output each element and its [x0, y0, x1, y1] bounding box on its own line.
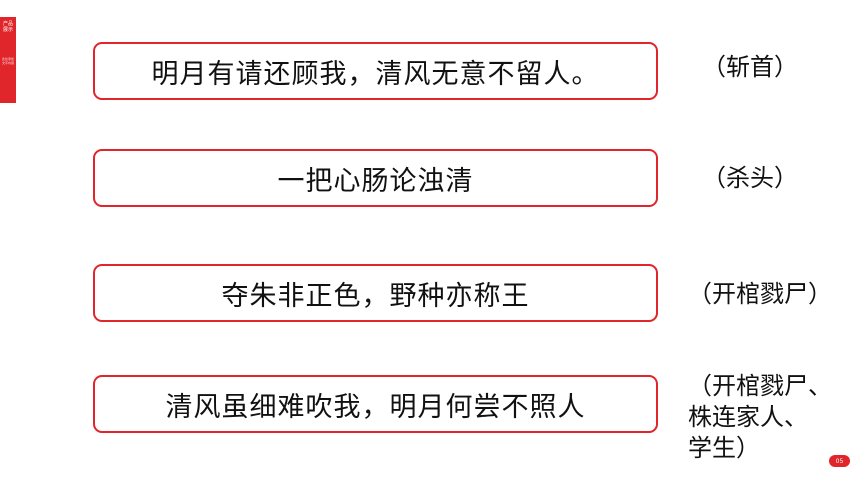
- quote-box-1: 明月有请还顾我，清风无意不留人。: [93, 42, 658, 100]
- page-number: 05: [829, 455, 850, 467]
- quote-box-2: 一把心肠论浊清: [93, 149, 658, 207]
- quote-note-2: （杀头）: [702, 164, 798, 192]
- section-tab: 产品展示 此处添加文字内容: [0, 17, 16, 103]
- quote-note-4-line: 株连家人、: [688, 403, 808, 431]
- section-tab-subtitle: 此处添加文字内容: [2, 57, 15, 65]
- quote-note-4-line: 学生）: [688, 434, 760, 462]
- section-tab-title: 产品展示: [2, 21, 13, 33]
- quote-note-1: （斩首）: [702, 53, 798, 81]
- quote-note-4: （开棺戮尸、 株连家人、 学生）: [688, 371, 832, 464]
- quote-box-3: 夺朱非正色，野种亦称王: [93, 264, 658, 322]
- quote-box-4: 清风虽细难吹我，明月何尝不照人: [93, 375, 658, 433]
- quote-note-4-line: （开棺戮尸、: [688, 372, 832, 400]
- quote-note-3: （开棺戮尸）: [688, 280, 832, 308]
